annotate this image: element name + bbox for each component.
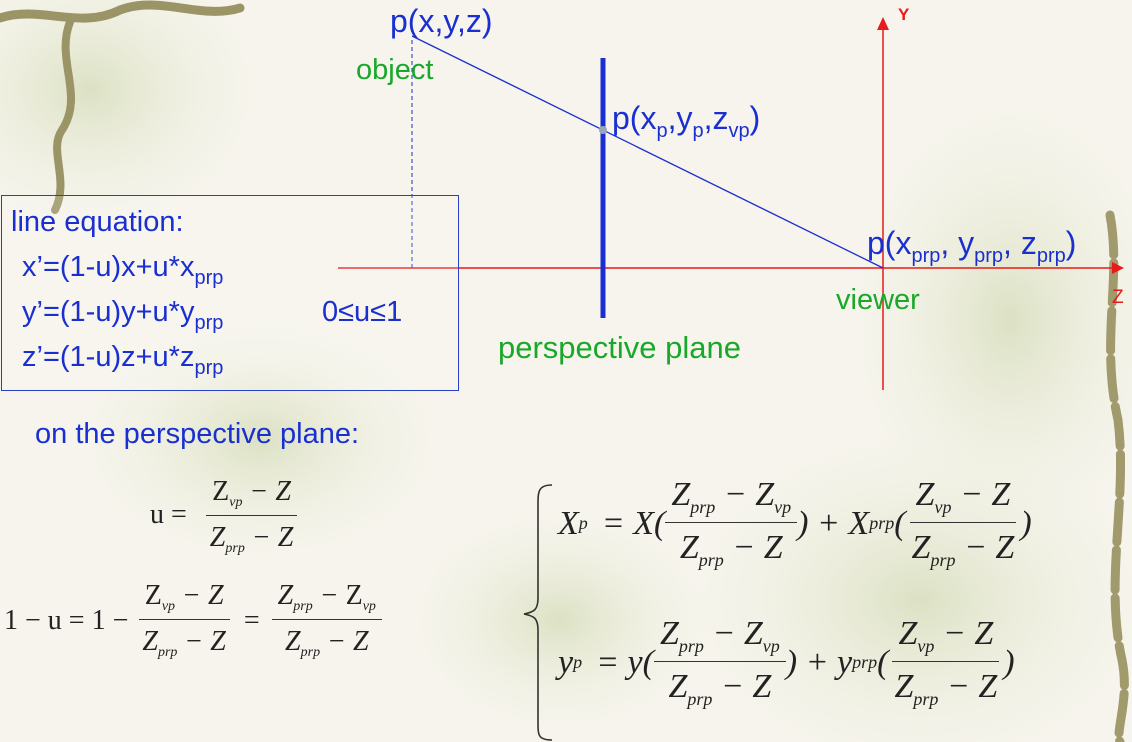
perspective-plane-label: perspective plane [498,330,741,365]
point-plane-label: p(xp,yp,zvp) [612,100,761,142]
equation-x: x’=(1-u)x+u*xprp [22,251,224,289]
equation-z: z’=(1-u)z+u*zprp [22,341,224,379]
object-label: object [356,54,434,86]
y-axis-arrow [877,17,889,30]
point-object-label: p(x,y,z) [390,3,493,39]
formula-u: u = Zvp − Z Zprp − Z [150,476,299,557]
formula-one-minus-u: 1 − u = 1 − Zvp − Z Zprp − Z = Zprp − Zv… [4,580,382,661]
projected-point-marker [599,126,607,134]
y-axis-label: Y [898,5,910,24]
z-axis-arrow [1112,262,1124,274]
section-title: on the perspective plane: [35,418,360,450]
projection-line [411,35,884,269]
point-viewer-label: p(xprp, yprp, zprp) [867,225,1077,267]
u-range: 0≤u≤1 [322,296,403,328]
line-equation-box: line equation: x’=(1-u)x+u*xprp y’=(1-u)… [1,195,459,391]
z-axis-label: Z [1112,287,1124,308]
equation-y: y’=(1-u)y+u*yprp [22,296,224,334]
viewer-label: viewer [836,284,920,316]
line-equation-title: line equation: [11,206,184,238]
